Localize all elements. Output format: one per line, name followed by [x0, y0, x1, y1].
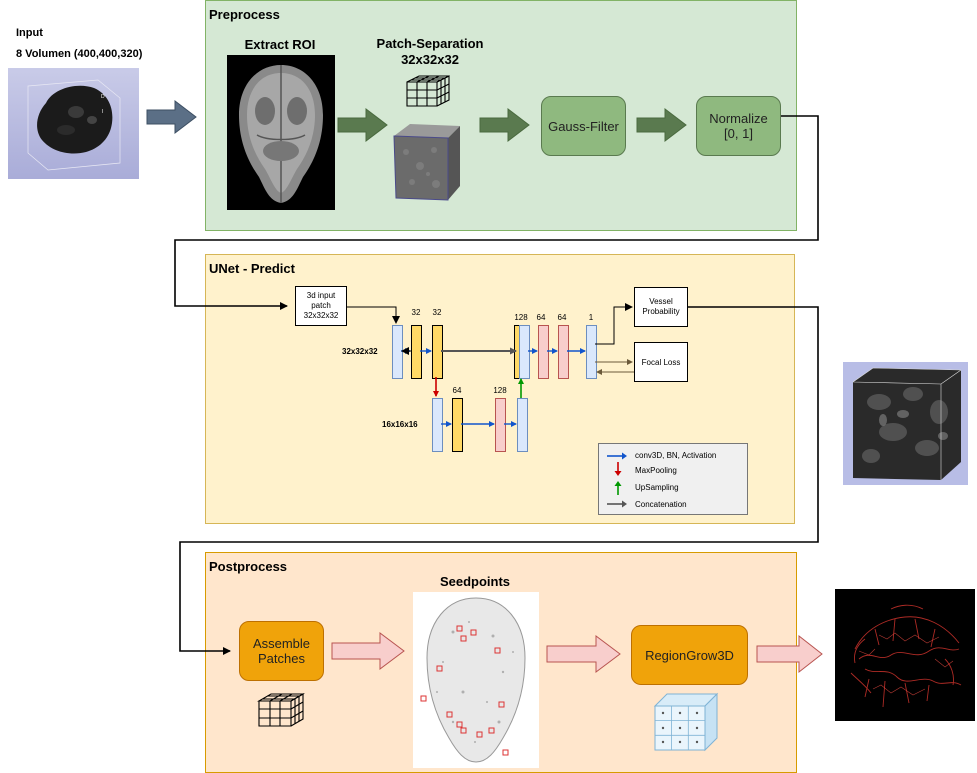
input-subtitle: 8 Volumen (400,400,320) [16, 48, 143, 60]
regiongrow3d-box: RegionGrow3D [631, 625, 748, 685]
ch-label-32b: 32 [432, 308, 442, 317]
layer-block [519, 325, 530, 379]
legend-conv-icon [607, 452, 627, 460]
legend-concat-icon [607, 500, 627, 508]
unet-input-label-3: 32x32x32 [303, 311, 339, 320]
layer-block [586, 325, 597, 379]
layer-block [411, 325, 422, 379]
preprocess-title: Preprocess [209, 7, 280, 22]
ch-label-32a: 32 [411, 308, 421, 317]
layer-block [432, 325, 443, 379]
layer-block [558, 325, 569, 379]
postprocess-title: Postprocess [209, 559, 288, 574]
input-volume-image: D I [8, 68, 139, 179]
ch-label-128-low: 128 [493, 386, 507, 395]
ch-label-64b: 64 [557, 313, 567, 322]
patch-separation-label-1: Patch-Separation [376, 36, 484, 51]
layer-block [452, 398, 463, 452]
gauss-filter-box: Gauss-Filter [541, 96, 626, 156]
layer-block [538, 325, 549, 379]
vessel-probability-label-2: Probability [642, 307, 680, 316]
legend-pool-icon [614, 462, 622, 476]
assemble-patches-box: Assemble Patches [239, 621, 324, 681]
legend-concat-label: Concatenation [635, 500, 687, 509]
extract-roi-label: Extract ROI [244, 37, 316, 52]
ch-label-128: 128 [514, 313, 528, 322]
gauss-filter-label: Gauss-Filter [548, 118, 619, 134]
svg-text:D: D [101, 94, 105, 100]
focal-loss-label: Focal Loss [641, 357, 681, 367]
layer-block [392, 325, 403, 379]
probability-volume-image [843, 362, 968, 485]
layer-block [517, 398, 528, 452]
legend-box: conv3D, BN, Activation MaxPooling UpSamp… [598, 443, 748, 515]
seedpoints-image [413, 592, 539, 768]
svg-text:I: I [102, 109, 103, 115]
normalize-box: Normalize [0, 1] [696, 96, 781, 156]
legend-up-label: UpSampling [635, 483, 679, 492]
seedpoints-label: Seedpoints [439, 574, 511, 589]
layer-block [495, 398, 506, 452]
cube-grid-icon [406, 75, 450, 107]
unet-title: UNet - Predict [209, 261, 295, 276]
vessel-probability-box: Vessel Probability [634, 287, 688, 327]
assemble-label-1: Assemble [252, 636, 311, 651]
unet-input-box: 3d input patch 32x32x32 [295, 286, 347, 326]
patch-separation-label-2: 32x32x32 [401, 52, 459, 67]
res-low-label: 16x16x16 [382, 420, 418, 429]
res-high-label: 32x32x32 [342, 347, 378, 356]
unet-input-label-2: patch [311, 301, 331, 310]
cube-grid-icon [257, 693, 305, 727]
legend-pool-label: MaxPooling [635, 466, 677, 475]
assemble-label-2: Patches [258, 651, 305, 666]
normalize-label-2: [0, 1] [724, 126, 753, 141]
regiongrow3d-label: RegionGrow3D [645, 647, 734, 663]
focal-loss-box: Focal Loss [634, 342, 688, 382]
ch-label-64a: 64 [536, 313, 546, 322]
layer-block [432, 398, 443, 452]
vessel-result-image [835, 589, 975, 721]
legend-up-icon [614, 481, 622, 495]
input-to-preprocess-arrow [146, 99, 197, 135]
input-title: Input [16, 27, 43, 39]
roi-slice-image [227, 55, 335, 210]
unet-input-label-1: 3d input [306, 291, 336, 300]
ch-label-1: 1 [588, 313, 594, 322]
vessel-probability-label-1: Vessel [649, 297, 673, 306]
patch-cube-image [393, 124, 460, 201]
normalize-label-1: Normalize [709, 111, 768, 126]
region-grow-cube-icon [653, 692, 719, 752]
legend-conv-label: conv3D, BN, Activation [635, 451, 717, 460]
ch-label-64-low: 64 [452, 386, 462, 395]
